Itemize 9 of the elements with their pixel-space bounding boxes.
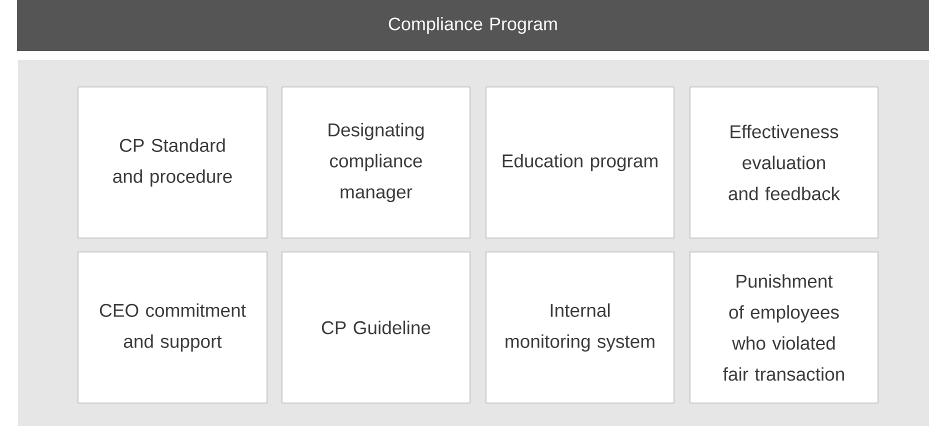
item-box: CP Standard and procedure [78, 86, 268, 238]
item-box: Effectiveness evaluation and feedback [690, 86, 878, 238]
title-band: Compliance Program [17, 0, 929, 51]
item-box: Punishment of employees who violated fair transaction [690, 252, 878, 404]
item-box: Education program [486, 86, 674, 238]
item-box: CEO commitment and support [78, 252, 268, 404]
item-box: CP Guideline [282, 252, 470, 404]
item-box: Designating compliance manager [282, 86, 470, 238]
item-box: Internal monitoring system [486, 252, 674, 404]
